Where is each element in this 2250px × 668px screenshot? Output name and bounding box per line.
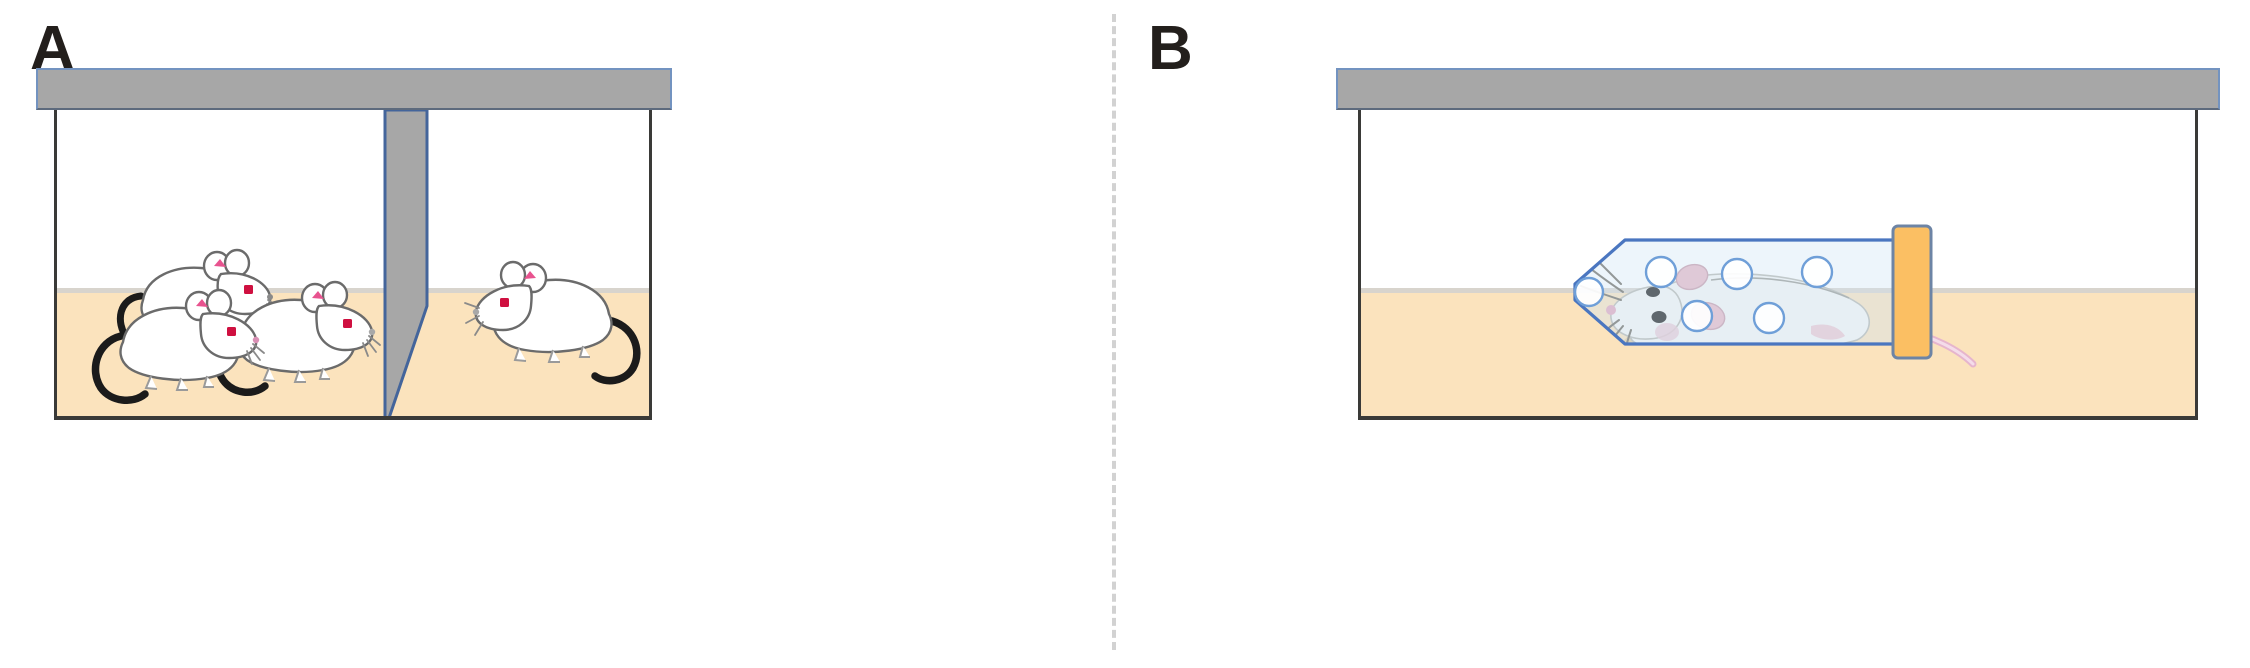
panel-a-cage-body xyxy=(54,110,652,420)
cage-divider xyxy=(383,110,445,416)
panel-b-cage-body xyxy=(1358,110,2198,420)
panel-b-cage-lid xyxy=(1336,68,2220,110)
restrainer-tube xyxy=(1561,222,1991,368)
panel-separator xyxy=(1112,14,1116,650)
restrainer-end-cap xyxy=(1891,224,1933,360)
mouse-restrained xyxy=(1580,253,1871,344)
mouse-isolated xyxy=(457,258,647,388)
mouse-front-left xyxy=(89,286,265,406)
panel-a-cage-lid xyxy=(36,68,672,110)
panel-b-letter: B xyxy=(1148,14,1193,83)
vent-holes xyxy=(1573,255,1834,335)
